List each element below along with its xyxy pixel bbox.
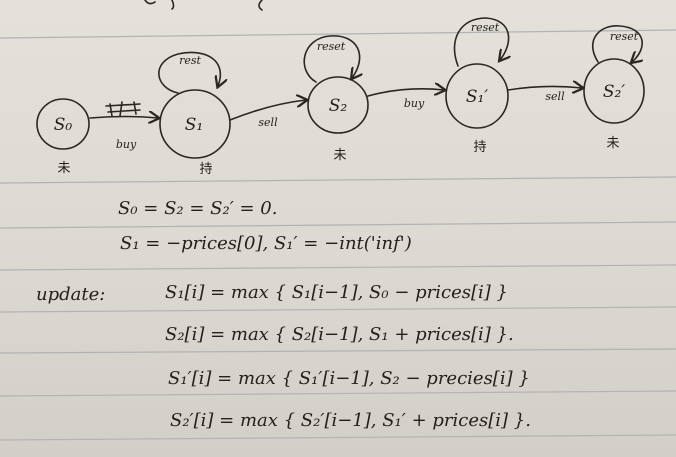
state-note: 持 xyxy=(199,162,212,177)
transition-label: sell xyxy=(258,116,278,129)
crossed-out-text xyxy=(105,101,141,117)
transition-s1-s2: sell xyxy=(229,100,306,129)
state-note: 未 xyxy=(333,148,346,163)
update-label: update: xyxy=(36,284,105,305)
init-line-2: S₁ = −prices[0], S₁′ = −int('inf') xyxy=(120,233,412,254)
state-s1-prime: S₁′ 持 reset xyxy=(445,17,509,155)
update-line-1: S₁[i] = max { S₁[i−1], S₀ − prices[i] } xyxy=(165,282,508,303)
state-note: 未 xyxy=(606,136,619,151)
transition-s2-s1p: buy xyxy=(367,89,444,110)
transition-label: buy xyxy=(116,138,137,151)
state-note: 未 xyxy=(57,161,70,176)
state-note: 持 xyxy=(473,140,486,155)
state-s1: S₁ 持 rest xyxy=(158,51,231,177)
self-loop-label: reset xyxy=(471,21,500,34)
transition-s1p-s2p: sell xyxy=(507,86,582,103)
update-line-2: S₂[i] = max { S₂[i−1], S₁ + prices[i] }. xyxy=(165,324,514,345)
self-loop-label: rest xyxy=(179,54,201,67)
state-label: S₁ xyxy=(185,115,203,135)
state-label: S₂ xyxy=(329,96,348,116)
self-loop-label: reset xyxy=(610,30,639,43)
state-s0: S₀ 未 xyxy=(36,98,90,176)
transition-label: sell xyxy=(545,90,565,103)
update-line-4: S₂′[i] = max { S₂′[i−1], S₁′ + prices[i]… xyxy=(170,410,531,431)
top-scribble xyxy=(144,0,263,11)
self-loop-label: reset xyxy=(317,40,346,53)
transition-label: buy xyxy=(404,97,425,110)
transition-s0-s1: buy xyxy=(89,101,158,151)
state-s2-prime: S₂′ 未 reset xyxy=(583,25,645,151)
ruled-lines xyxy=(0,29,676,441)
state-label: S₂′ xyxy=(603,82,625,102)
init-line-1: S₀ = S₂ = S₂′ = 0. xyxy=(118,198,277,219)
state-label: S₀ xyxy=(54,115,73,135)
state-s2: S₂ 未 reset xyxy=(303,35,369,163)
state-label: S₁′ xyxy=(466,87,488,107)
update-line-3: S₁′[i] = max { S₁′[i−1], S₂ − precies[i]… xyxy=(168,368,530,389)
